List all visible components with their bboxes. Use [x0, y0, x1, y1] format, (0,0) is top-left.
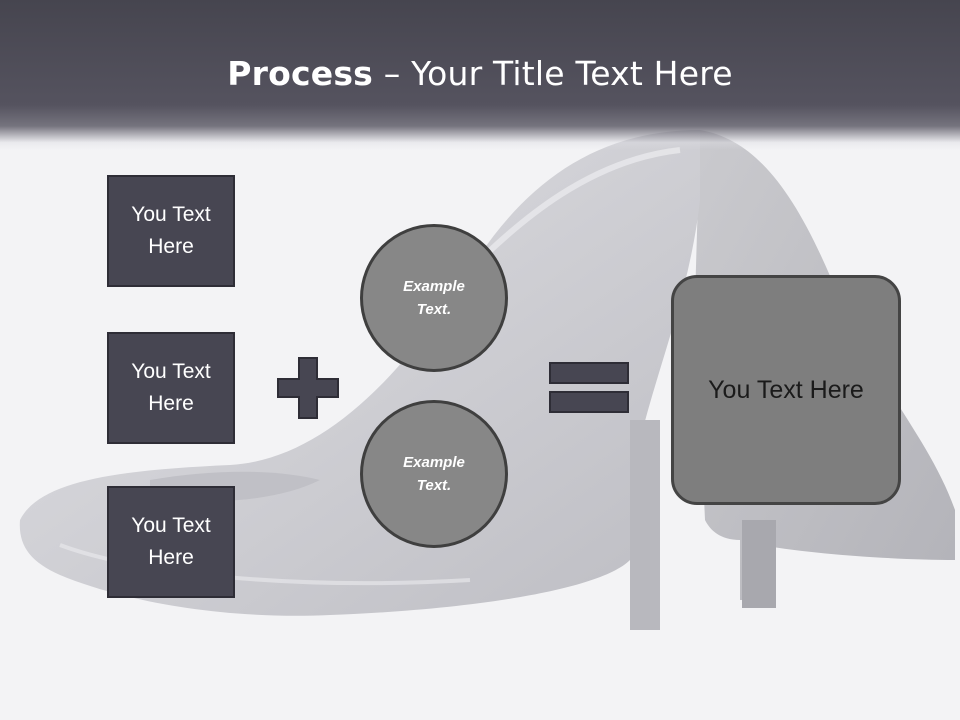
header-band — [0, 0, 960, 150]
text-box-2-label: You Text Here — [131, 360, 211, 415]
title-bold: Process — [227, 54, 374, 93]
text-box-1[interactable]: You Text Here — [107, 175, 235, 287]
text-box-3-label: You Text Here — [131, 514, 211, 569]
text-box-1-label: You Text Here — [131, 203, 211, 258]
title-rest: – Your Title Text Here — [373, 54, 733, 93]
text-box-3[interactable]: You Text Here — [107, 486, 235, 598]
slide-title: Process – Your Title Text Here — [0, 52, 960, 96]
example-circle-1-label: Example Text. — [403, 278, 465, 318]
plus-icon — [277, 357, 339, 419]
result-box-label: You Text Here — [708, 376, 864, 404]
example-circle-2[interactable]: Example Text. — [360, 400, 508, 548]
equals-icon — [549, 362, 629, 413]
text-box-2[interactable]: You Text Here — [107, 332, 235, 444]
example-circle-2-label: Example Text. — [403, 454, 465, 494]
result-box[interactable]: You Text Here — [671, 275, 901, 505]
example-circle-1[interactable]: Example Text. — [360, 224, 508, 372]
